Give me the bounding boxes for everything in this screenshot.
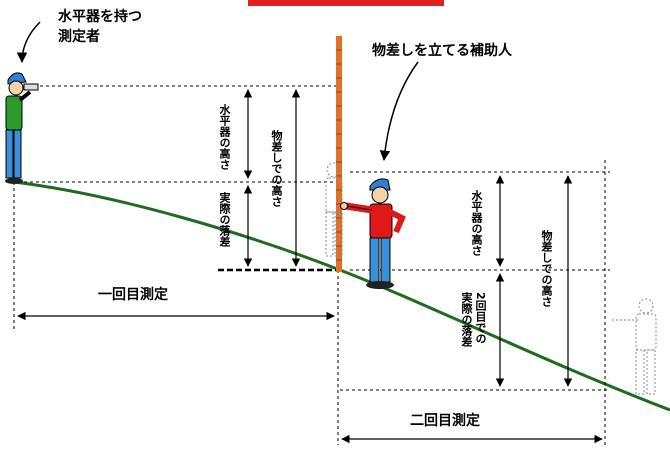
faint-next-assistant-icon <box>612 298 657 395</box>
callout-arrow-assistant <box>379 61 419 162</box>
faint-previous-assistant-icon <box>325 162 343 257</box>
staff-assistant-icon <box>340 178 406 289</box>
callout-arrow-leveler <box>16 21 41 64</box>
leveler-label: 水平器を持つ <box>58 9 142 25</box>
leveler-label-2: 測定者 <box>58 29 100 45</box>
staff-height-label-1: 物差しでの高さ <box>270 130 283 207</box>
level-height-label-2: 水平器の高さ <box>470 190 483 256</box>
first-measure-label: 一回目測定 <box>98 287 168 303</box>
staff-height-label-2: 物差しでの高さ <box>540 230 553 307</box>
staff-assistant-label: 物差しを立てる補助人 <box>372 43 512 59</box>
measuring-staff <box>336 36 342 272</box>
actual-diff-label-2a: 2回目での <box>474 292 487 344</box>
level-height-label-1: 水平器の高さ <box>218 104 231 170</box>
actual-diff-label-2b: 実際の落差 <box>460 292 473 347</box>
leveler-person-icon <box>5 72 39 184</box>
title-accent-bar <box>248 0 444 6</box>
second-measure-label: 二回目測定 <box>410 413 480 429</box>
actual-diff-label-1: 実際の落差 <box>218 192 231 247</box>
reference-lines <box>13 85 610 445</box>
